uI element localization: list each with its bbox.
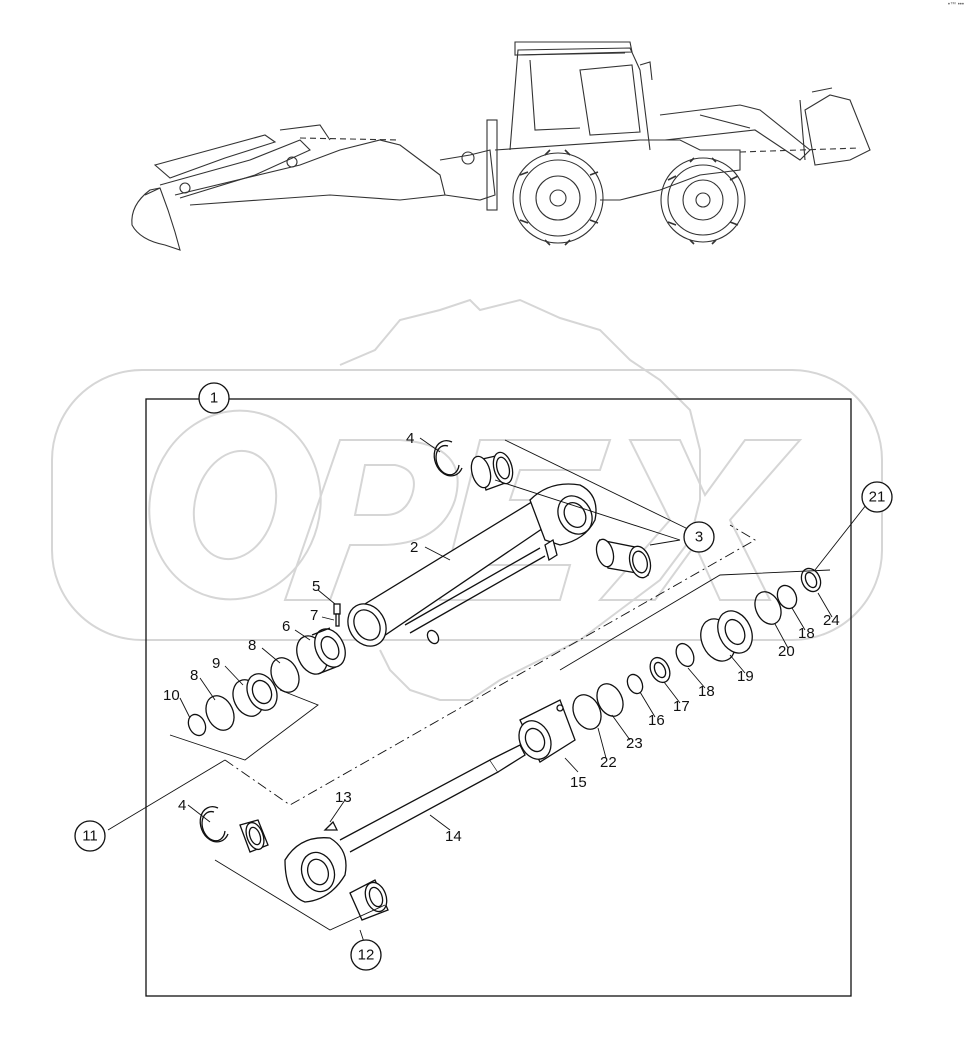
- label-22: 22: [600, 754, 617, 771]
- label-4-lower: 4: [178, 797, 186, 814]
- label-15: 15: [570, 774, 587, 791]
- callout-12-label: 12: [358, 947, 375, 964]
- cylinder-exploded-view: [187, 440, 822, 921]
- callout-11: 11: [74, 820, 106, 852]
- label-7: 7: [310, 607, 318, 624]
- label-17: 17: [673, 698, 690, 715]
- leader-lines: [107, 437, 871, 946]
- watermark-logo: [51, 298, 883, 701]
- label-18-lower: 18: [698, 683, 715, 700]
- label-2: 2: [410, 539, 418, 556]
- label-4-upper: 4: [406, 430, 414, 447]
- callout-12: 12: [350, 939, 382, 971]
- label-20: 20: [778, 643, 795, 660]
- label-8-upper: 8: [248, 637, 256, 654]
- label-6: 6: [282, 618, 290, 635]
- callout-1: 1: [198, 382, 230, 414]
- backhoe-loader-icon: [131, 41, 871, 251]
- callout-3-label: 3: [695, 529, 703, 546]
- label-18-upper: 18: [798, 625, 815, 642]
- label-19: 19: [737, 668, 754, 685]
- callout-11-label: 11: [82, 828, 98, 845]
- corner-mark: •™ •••: [947, 2, 964, 8]
- label-5: 5: [312, 578, 320, 595]
- assembly-frame: [145, 398, 852, 997]
- callout-1-label: 1: [210, 390, 218, 407]
- label-23: 23: [626, 735, 643, 752]
- callout-21: 21: [861, 481, 893, 513]
- callout-21-label: 21: [869, 489, 886, 506]
- label-24: 24: [823, 612, 840, 629]
- label-13: 13: [335, 789, 352, 806]
- label-9: 9: [212, 655, 220, 672]
- callout-3: 3: [683, 521, 715, 553]
- label-16: 16: [648, 712, 665, 729]
- label-14: 14: [445, 828, 462, 845]
- label-10: 10: [163, 687, 180, 704]
- label-8-lower: 8: [190, 667, 198, 684]
